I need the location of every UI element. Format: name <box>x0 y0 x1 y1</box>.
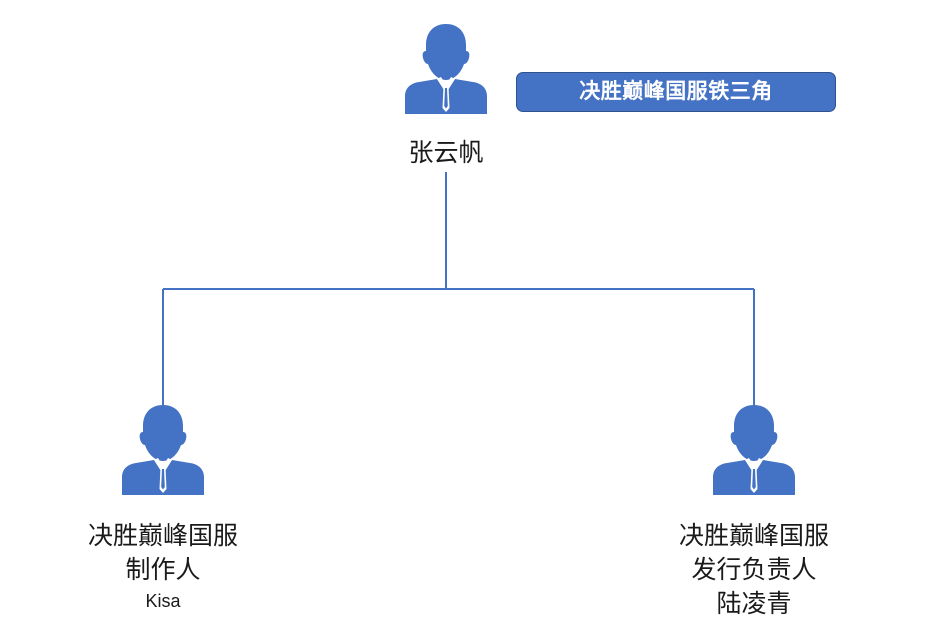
top-node-name: 张云帆 <box>408 138 484 167</box>
child-label-line: 制作人 <box>125 555 201 584</box>
child-label-line: 决胜巅峰国服 <box>678 521 829 550</box>
person-icon <box>405 24 487 114</box>
child-label-line: 陆凌青 <box>716 589 792 618</box>
child-label-line: 发行负责人 <box>691 555 817 584</box>
child-label-subname: Kisa <box>145 591 181 611</box>
person-icon <box>713 405 795 495</box>
title-badge: 决胜巅峰国服铁三角 <box>516 72 836 112</box>
child-label-line: 决胜巅峰国服 <box>87 521 238 550</box>
person-icon <box>122 405 204 495</box>
child-label-publisher: 决胜巅峰国服 发行负责人 陆凌青 <box>644 519 864 621</box>
child-label-producer: 决胜巅峰国服 制作人 Kisa <box>53 519 273 615</box>
